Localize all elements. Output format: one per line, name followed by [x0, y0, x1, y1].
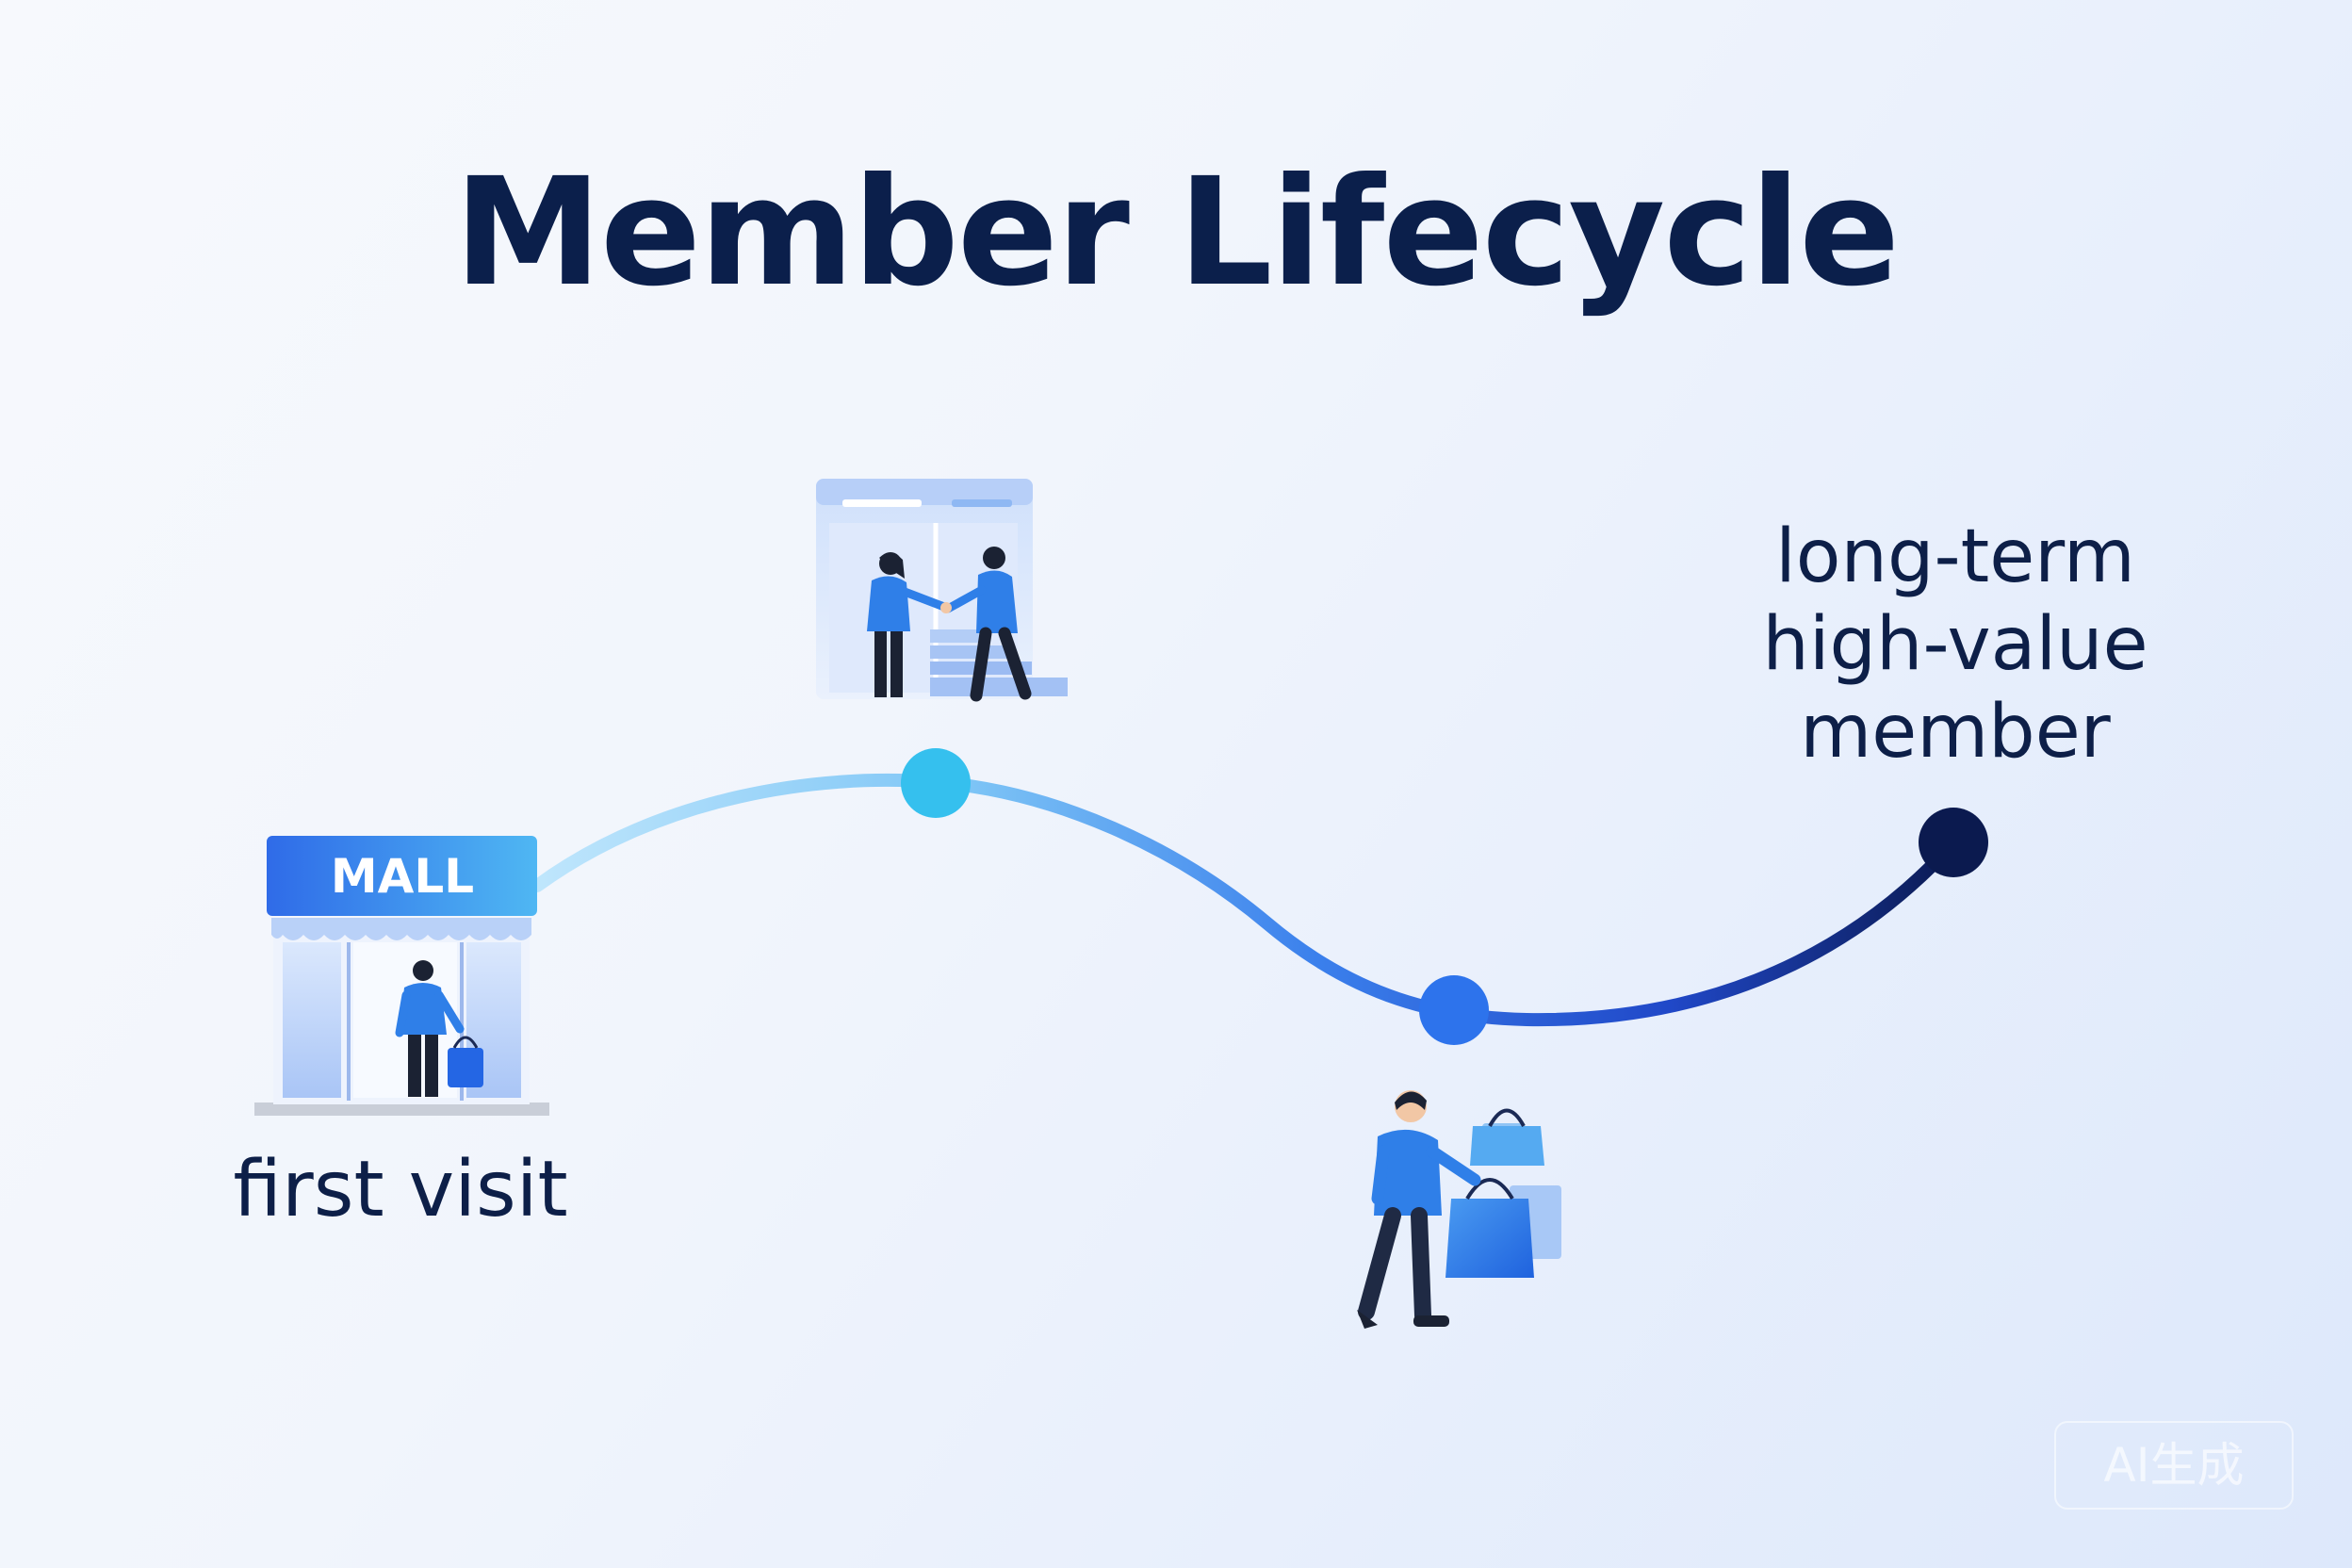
stage-node-purchase: [1419, 975, 1489, 1045]
diagram-title: Member Lifecycle: [453, 146, 1901, 319]
shopper-figure: [395, 960, 483, 1097]
handshake-icon: [816, 479, 1068, 702]
stage-label-first-visit: first visit: [233, 1145, 568, 1234]
ai-generated-watermark: AI生成: [2054, 1421, 2294, 1510]
stage-label-line: member: [1800, 690, 2111, 775]
stage-label-line: high-value: [1762, 602, 2148, 687]
stage-node-long-term: [1919, 808, 1988, 877]
shopping-person-icon: [1357, 1090, 1561, 1329]
lifecycle-path: [531, 773, 1960, 1027]
stage-label-long-term: long-term high-value member: [1668, 514, 2243, 776]
mall-sign: [267, 836, 537, 916]
mall-storefront-icon: MALL: [254, 836, 549, 1116]
stage-node-onboarding: [901, 748, 971, 818]
stage-label-line: long-term: [1775, 514, 2135, 599]
mall-sign-label: MALL: [331, 849, 474, 904]
